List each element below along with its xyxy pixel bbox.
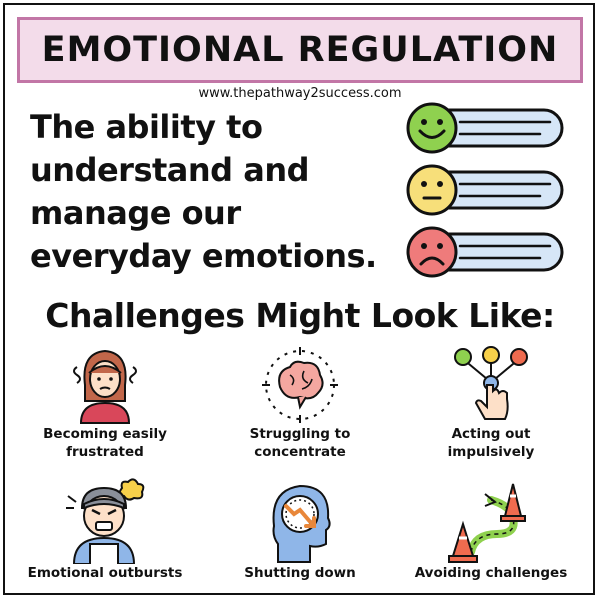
challenge-label: Shutting down (244, 565, 356, 581)
definition-line: The ability to (30, 108, 263, 146)
happy-face-icon (406, 102, 458, 154)
challenge-label: Avoiding challenges (414, 565, 568, 581)
page-frame (3, 3, 595, 595)
website-url: www.thepathway2success.com (198, 86, 402, 101)
neutral-meter (406, 164, 564, 216)
challenge-label: frustrated (66, 444, 144, 460)
neutral-face-icon (406, 164, 458, 216)
hand-choice-icon (454, 346, 528, 420)
definition-text: The ability to understand and manage our… (30, 106, 400, 278)
challenge-item: Avoiding challenges (396, 478, 586, 582)
emotion-meters (406, 102, 564, 278)
challenge-item: Acting out impulsively (396, 345, 586, 461)
challenge-label: impulsively (447, 444, 535, 460)
sad-meter (406, 226, 564, 278)
frustrated-woman-icon (73, 349, 137, 424)
challenge-label: Acting out (451, 426, 531, 442)
challenge-item: Becoming easily frustrated (10, 345, 200, 461)
definition-line: understand and (30, 151, 310, 189)
challenge-label: Struggling to (249, 426, 351, 442)
section-subtitle: Challenges Might Look Like: (45, 296, 555, 335)
happy-meter (406, 102, 564, 154)
definition-line: everyday emotions. (30, 237, 377, 275)
angry-person-icon (66, 478, 145, 564)
challenge-label: concentrate (254, 444, 346, 460)
brain-focus-icon (262, 347, 338, 423)
challenge-label: Becoming easily (43, 426, 167, 442)
challenge-label: Emotional outbursts (27, 565, 183, 581)
traffic-cones-icon (448, 483, 526, 563)
challenge-item: Shutting down (205, 478, 395, 582)
page-title: EMOTIONAL REGULATION (41, 30, 559, 70)
challenge-item: Emotional outbursts (10, 478, 200, 582)
challenge-item: Struggling to concentrate (205, 345, 395, 461)
head-decline-icon (272, 484, 331, 563)
definition-line: manage our (30, 194, 241, 232)
title-banner: EMOTIONAL REGULATION (17, 17, 583, 83)
sad-face-icon (406, 226, 458, 278)
